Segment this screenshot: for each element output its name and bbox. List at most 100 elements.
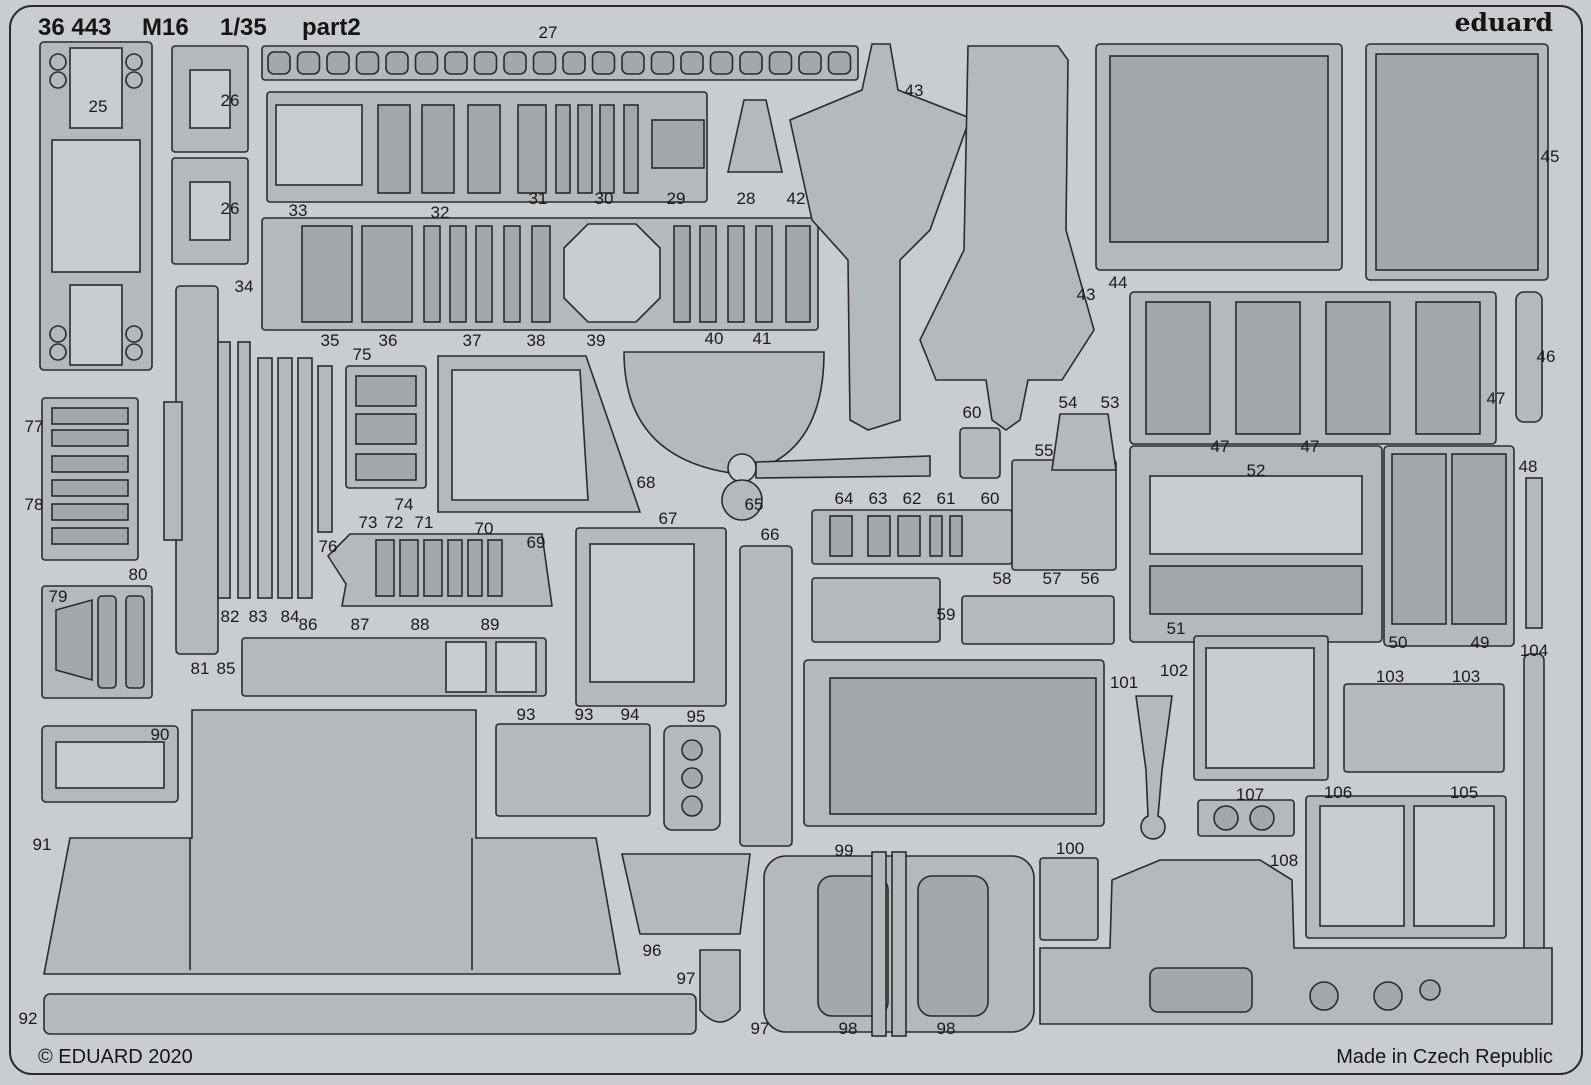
part-label: 64 (835, 489, 854, 508)
part-91 (43, 709, 621, 975)
part-66 (739, 545, 793, 847)
part-label: 54 (1059, 393, 1078, 412)
part-label: 80 (129, 565, 148, 584)
part-label: 37 (463, 331, 482, 350)
strip-segment (267, 51, 291, 75)
part-label: 32 (431, 203, 450, 222)
part-label: 41 (753, 329, 772, 348)
kit-scale: 1/35 (220, 14, 267, 41)
sheet-part: part2 (302, 14, 361, 41)
part-label: 26 (221, 199, 240, 218)
part-label: 106 (1324, 783, 1352, 802)
kit-code: 36 443 (38, 14, 112, 41)
part-label: 91 (33, 835, 52, 854)
part-81-84 (163, 285, 333, 655)
part-label: 89 (481, 615, 500, 634)
part-90 (41, 725, 179, 803)
part-label: 58 (993, 569, 1012, 588)
strip-segment (532, 51, 557, 75)
part-label: 85 (217, 659, 236, 678)
part-label: 88 (411, 615, 430, 634)
part-label: 86 (299, 615, 318, 634)
part-label: 40 (705, 329, 724, 348)
part-46 (1515, 291, 1543, 423)
part-58-56 (961, 595, 1115, 645)
part-label: 78 (25, 495, 44, 514)
part-43-left (789, 43, 972, 431)
part-label: 56 (1081, 569, 1100, 588)
part-label: 38 (527, 331, 546, 350)
part-label: 84 (281, 607, 300, 626)
part-77-78 (41, 397, 139, 561)
strip-segment (326, 51, 350, 75)
strip-segment (562, 51, 586, 75)
part-label: 104 (1520, 641, 1548, 660)
part-label: 94 (621, 705, 640, 724)
part-59 (811, 577, 941, 643)
brand-logo: eduard (1454, 8, 1553, 37)
part-label: 92 (19, 1009, 38, 1028)
part-label: 70 (475, 519, 494, 538)
strip-segment (680, 51, 704, 75)
part-60 (959, 427, 1001, 479)
part-label: 79 (49, 587, 68, 606)
part-100 (1039, 857, 1099, 941)
part-106-105 (1305, 795, 1507, 939)
part-label: 33 (289, 201, 308, 220)
part-label: 101 (1110, 673, 1138, 692)
part-label: 49 (1471, 633, 1490, 652)
part-label: 66 (761, 525, 780, 544)
part-52 (1129, 445, 1383, 643)
part-label: 59 (937, 605, 956, 624)
part-label: 43 (905, 81, 924, 100)
part-label: 31 (529, 189, 548, 208)
origin-text: Made in Czech Republic (1336, 1046, 1553, 1068)
part-label: 61 (937, 489, 956, 508)
part-label: 90 (151, 725, 170, 744)
part-label: 98 (839, 1019, 858, 1038)
part-93-94 (495, 723, 651, 817)
part-79-80 (41, 585, 153, 699)
part-label: 50 (1389, 633, 1408, 652)
part-label: 65 (745, 495, 764, 514)
part-label: 45 (1541, 147, 1560, 166)
part-48 (1525, 477, 1543, 629)
part-44 (1095, 43, 1343, 271)
strip-segment (709, 51, 734, 75)
part-33-41 (261, 217, 819, 331)
part-label: 93 (517, 705, 536, 724)
part-label: 99 (835, 841, 854, 860)
part-label: 108 (1270, 851, 1298, 870)
part-label: 47 (1301, 437, 1320, 456)
part-99-box (803, 659, 1105, 827)
strip-segment (739, 51, 763, 75)
strip-segment (385, 51, 409, 75)
part-label: 26 (221, 91, 240, 110)
part-50-49 (1383, 445, 1515, 647)
part-label: 63 (869, 489, 888, 508)
strip-segment (503, 51, 527, 75)
part-label: 96 (643, 941, 662, 960)
part-label: 44 (1109, 273, 1128, 292)
part-27 (261, 45, 859, 81)
part-label: 48 (1519, 457, 1538, 476)
part-47 (1129, 291, 1497, 445)
strip-segment (296, 51, 321, 75)
strip-segment (414, 51, 439, 75)
part-label: 68 (637, 473, 656, 492)
part-label: 76 (319, 537, 338, 556)
part-25 (39, 41, 153, 371)
part-28 (727, 99, 783, 173)
part-label: 97 (751, 1019, 770, 1038)
part-label: 47 (1211, 437, 1230, 456)
part-103 (1193, 635, 1505, 781)
part-55-54-53 (1011, 413, 1117, 571)
part-label: 62 (903, 489, 922, 508)
part-label: 60 (981, 489, 1000, 508)
part-label: 73 (359, 513, 378, 532)
part-96 (621, 853, 751, 935)
part-label: 42 (787, 189, 806, 208)
part-label: 82 (221, 607, 240, 626)
